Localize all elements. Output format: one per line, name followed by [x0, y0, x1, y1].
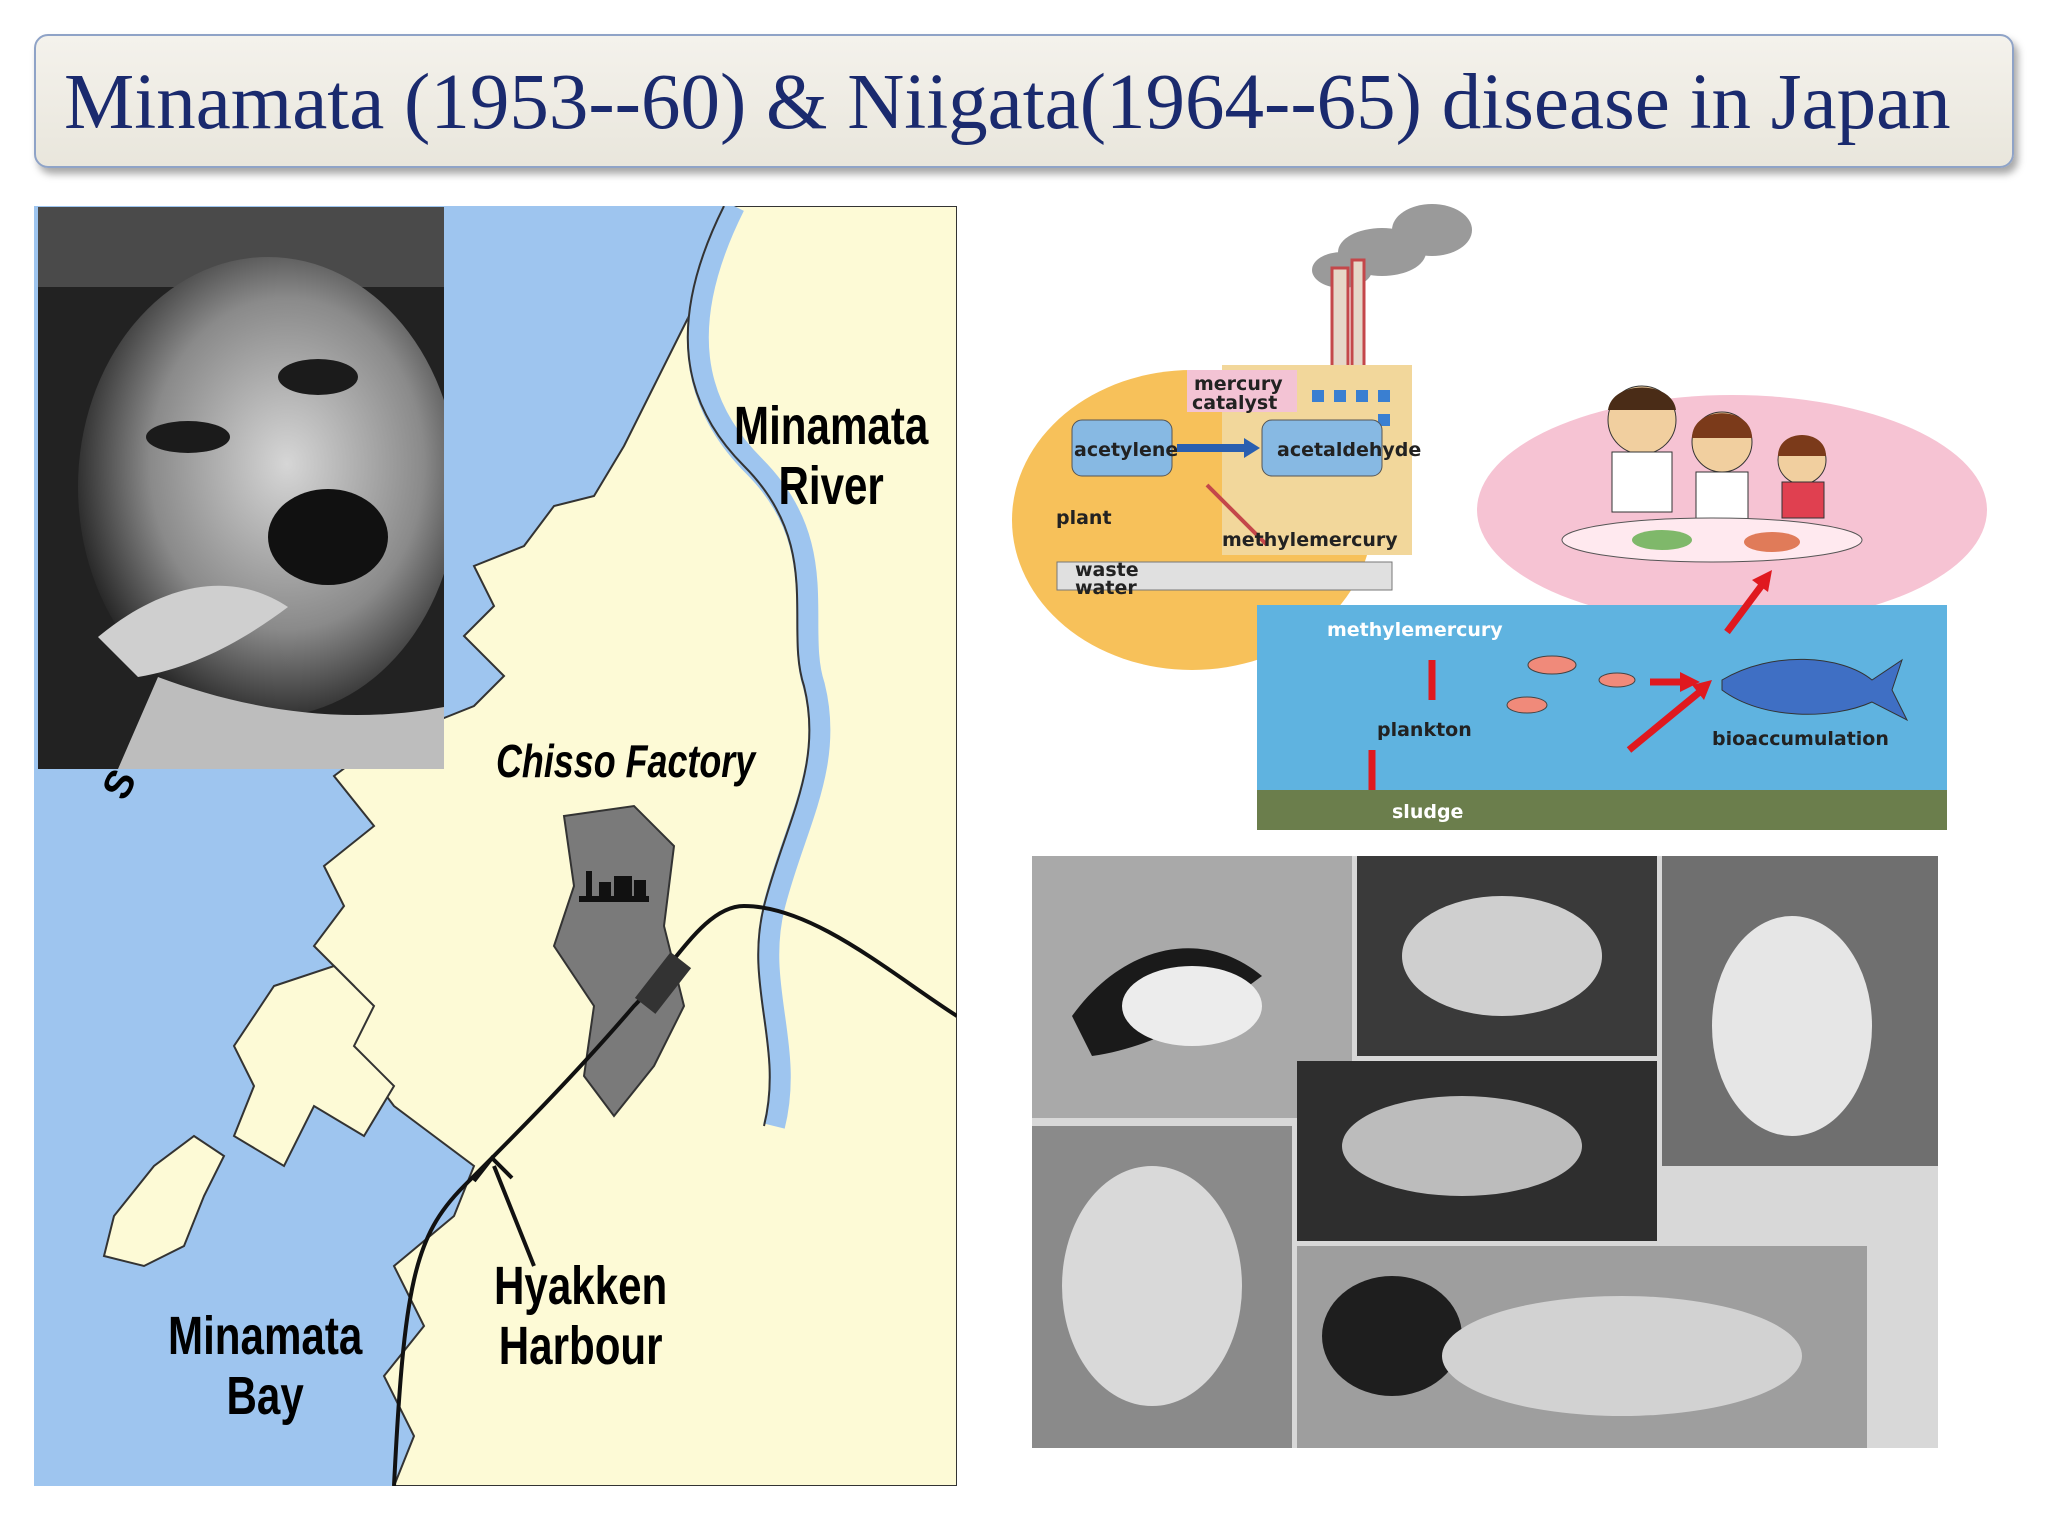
bioaccumulation-label: bioaccumulation	[1712, 728, 1889, 750]
patients-photo-collage	[1032, 856, 1938, 1448]
patient-portrait-photo	[38, 207, 444, 769]
sludge-label: sludge	[1392, 801, 1463, 823]
harbour-label-line2: Harbour	[498, 1316, 663, 1377]
harbour-arrow	[492, 1165, 536, 1267]
family-illustration	[1561, 385, 1863, 563]
waste-label-line1: waste	[1075, 559, 1139, 581]
harbour-label-line1: Hyakken	[494, 1256, 668, 1316]
mercury-catalyst-box	[1187, 370, 1297, 412]
factory-icon	[579, 871, 649, 902]
food-chain-arrows	[1368, 582, 1765, 790]
plant-label: plant	[1056, 507, 1112, 529]
station-marker	[634, 952, 692, 1014]
acetylene-label: acetylene	[1074, 439, 1178, 461]
mercury-label-line2: catalyst	[1192, 392, 1277, 414]
plankton-label: plankton	[1377, 719, 1472, 741]
slide-title: Minamata (1953--60) & Niigata(1964--65) …	[64, 59, 1951, 146]
process-diagram-graphic: mercury catalyst acetylene acetaldehyde …	[1012, 204, 1987, 830]
railway-line	[392, 903, 957, 1486]
peninsula	[232, 964, 396, 1168]
acetaldehyde-tank	[1261, 419, 1383, 477]
methylmercury-plant-label: methylemercury	[1222, 529, 1398, 551]
harbour-label: Hyakken Harbour	[494, 1256, 667, 1377]
mercury-process-diagram: mercury catalyst acetylene acetaldehyde …	[1012, 190, 2012, 840]
mercury-label-line1: mercury	[1194, 373, 1283, 395]
small-fish	[1506, 655, 1636, 714]
waste-water-pipe	[1056, 561, 1393, 591]
acetaldehyde-label: acetaldehyde	[1277, 439, 1421, 461]
island	[102, 1134, 226, 1268]
minamata-map: Minamata River Chisso Factory Hyakken Ha…	[34, 206, 957, 1486]
large-fish	[1721, 658, 1909, 722]
waste-label-line2: water	[1075, 577, 1137, 599]
bay-label-line2: Bay	[226, 1366, 304, 1427]
bay-label: Minamata Bay	[168, 1306, 362, 1427]
sea-floor	[1257, 790, 1947, 830]
minamata-river	[686, 206, 831, 1129]
map-graphic	[34, 206, 957, 1486]
title-box: Minamata (1953--60) & Niigata(1964--65) …	[34, 34, 2014, 168]
methylmercury-sea-label: methylemercury	[1327, 619, 1503, 641]
acetylene-tank	[1071, 419, 1173, 477]
factory-label: Chisso Factory	[496, 735, 756, 787]
river-label-line2: River	[778, 456, 884, 517]
river-label: Minamata River	[734, 396, 928, 517]
river-label-line1: Minamata	[734, 396, 929, 456]
bay-label-line1: Minamata	[168, 1306, 363, 1366]
